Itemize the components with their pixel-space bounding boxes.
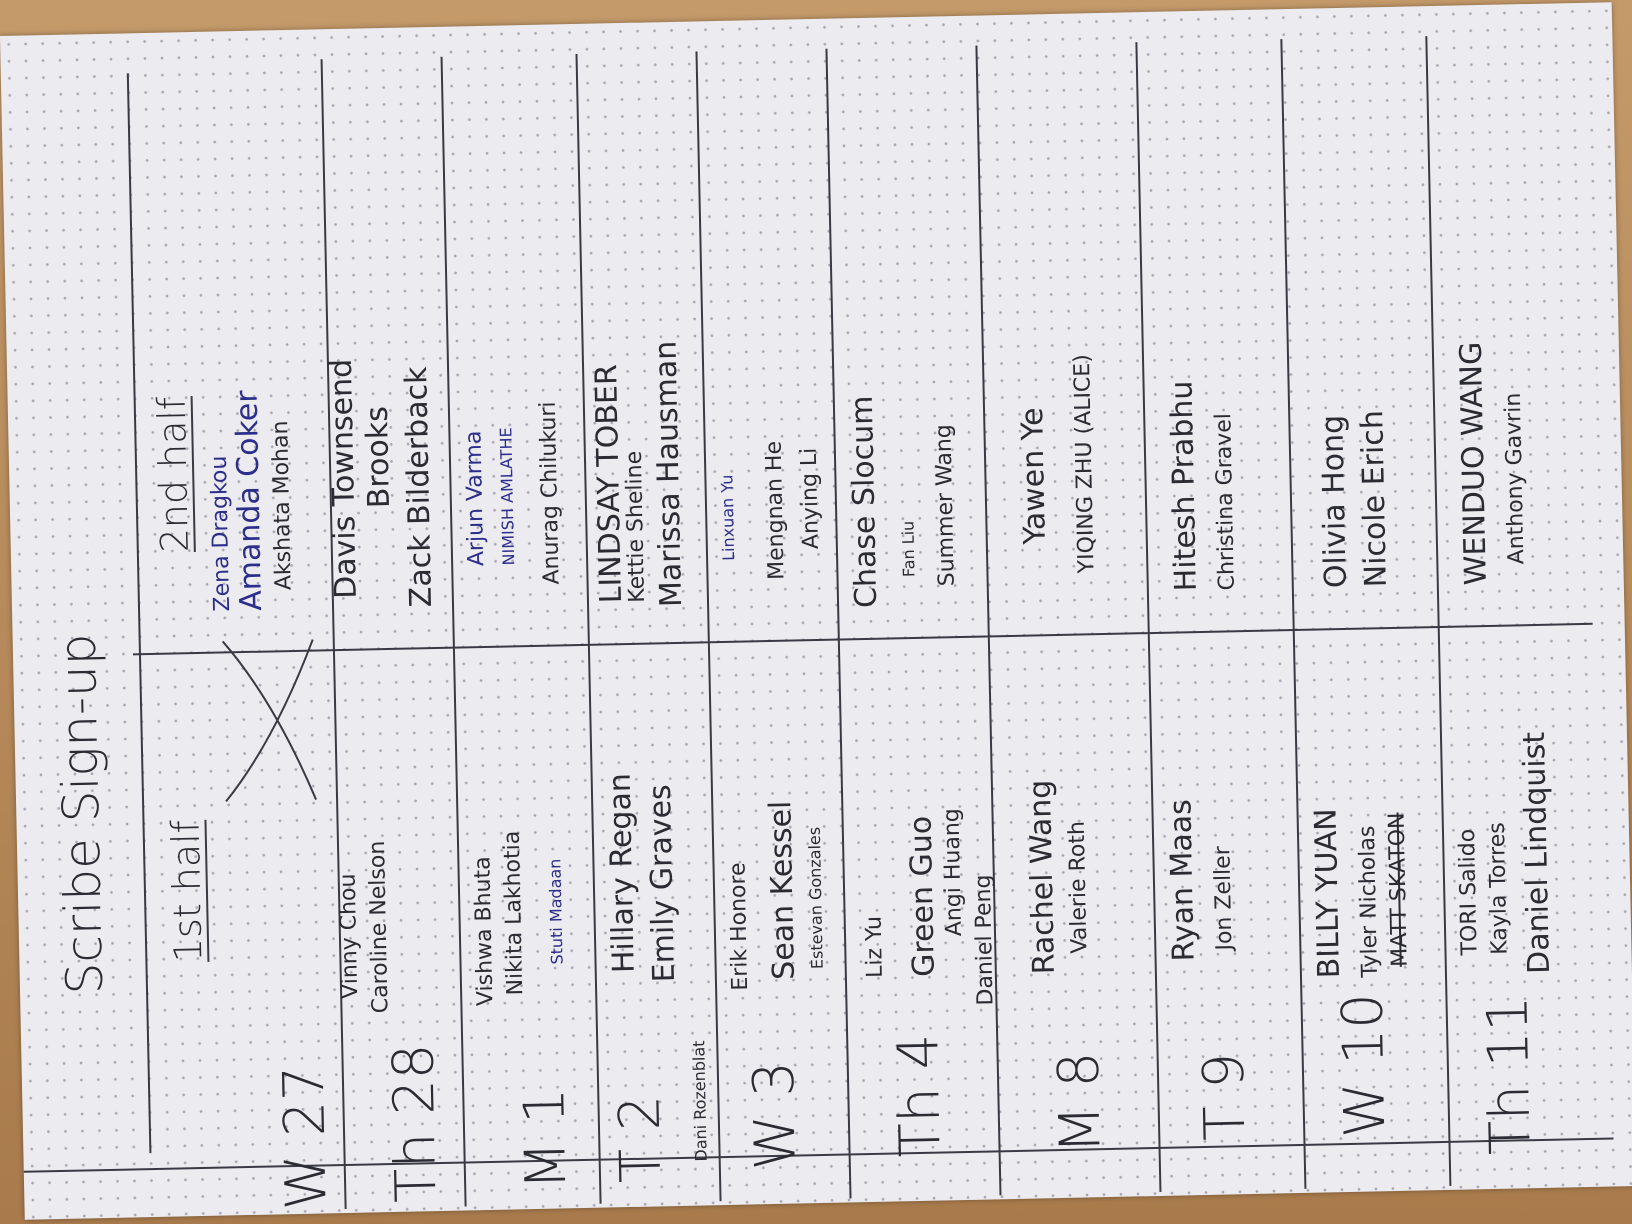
first-half-name: Tyler Nicholas [1354,825,1384,978]
day-label: T 9 [1191,1052,1259,1142]
second-half-name: WENDUO WANG [1453,341,1494,586]
first-half-name: Emily Graves [642,784,682,983]
second-half-name: NIMISH AMLATHE [496,427,519,566]
row-divider [975,45,1002,1196]
first-half-name: Vishwa Bhuta [470,856,499,1007]
second-half-name: Fan Liu [898,520,919,578]
day-label: T 2 [607,1094,675,1184]
first-half-name: Hillary Regan [602,772,642,974]
first-half-name: Daniel Lindquist [1516,731,1557,975]
second-half-name: Zack Bilderback [399,366,440,608]
second-half-name: Davis Townsend [323,358,364,600]
first-half-name: Jon Zeller [1210,846,1238,951]
second-half-name: Nicole Erich [1355,409,1394,588]
second-half-name: Linxuan Yu [717,474,739,562]
title-underline [126,73,152,1154]
first-half-name: Valerie Roth [1064,820,1093,954]
second-half-name: Anurag Chilukuri [535,401,565,585]
second-half-name: Anthony Gavrin [1500,392,1530,565]
second-half-name: Summer Wang [931,423,960,587]
first-half-name: BILLY YUAN [1308,808,1348,979]
page-title: Scribe Sign-up [48,633,115,996]
day-label: Th 28 [381,1043,450,1204]
first-half-name: Kayla Torres [1484,822,1513,956]
first-half-name: Nikita Lakhotia [499,830,529,996]
header-second-half: 2nd half [149,396,197,553]
first-half-name: Liz Yu [861,915,888,979]
second-half-name: Mengnan He [761,440,790,581]
second-half-name: Brooks [359,405,397,509]
first-half-name: Stuti Madaan [545,858,567,965]
day-label: W 27 [271,1064,340,1211]
second-half-name: Akshata Mohan [268,420,297,591]
first-half-name: Ryan Maas [1163,798,1202,962]
first-half-name: Vinny Chou [335,873,364,1000]
first-half-name: Estevan Gonzales [804,826,827,970]
day-label: M 8 [1046,1051,1114,1155]
second-half-name: YIQING ZHU (ALICE) [1069,353,1100,574]
second-half-name: Yawen Ye [1015,407,1053,545]
first-half-name: Daniel Peng [970,874,999,1006]
first-half-name: Rachel Wang [1022,779,1062,975]
second-half-name: Kettie Sheline [621,450,651,604]
row-divider [320,59,347,1210]
second-half-name: Anying Li [796,447,824,550]
day-label: W 10 [1330,992,1399,1139]
second-half-name: Zena Dragkou [206,455,236,612]
day-column-divider [23,1137,1614,1173]
row-divider [575,53,602,1204]
first-half-name: TORI Salido [1454,828,1483,956]
day-label: Th 11 [1475,995,1544,1156]
first-half-name: Angi Huang [939,808,968,937]
second-half-name: Olivia Hong [1315,414,1354,589]
first-half-name: Dani Rozenblat [689,1040,711,1162]
cross-out-mark [221,639,317,803]
day-label: Th 4 [886,1033,954,1158]
day-label: W 3 [741,1060,809,1171]
row-divider [695,51,722,1202]
first-half-name: Erik Honore [725,862,754,991]
day-label: M 1 [512,1087,580,1191]
row-divider [825,48,852,1199]
half-column-divider [132,622,1593,656]
second-half-name: Chase Slocum [844,395,885,609]
second-half-name: Arjun Varma [461,430,490,567]
row-divider [1135,42,1162,1192]
first-half-name: MATT SKATON [1384,812,1413,968]
first-half-name: Green Guo [903,815,942,978]
second-half-name: Hitesh Prabhu [1164,380,1204,592]
second-half-name: Amanda Coker [229,390,270,612]
row-divider [1425,36,1452,1186]
first-half-name: Caroline Nelson [364,840,394,1014]
row-divider [1280,39,1307,1189]
first-half-name: Sean Kessel [763,800,802,981]
second-half-name: Marissa Hausman [648,340,690,608]
header-first-half: 1st half [163,819,211,963]
row-divider [440,56,467,1207]
second-half-name: Christina Gravel [1211,412,1240,591]
